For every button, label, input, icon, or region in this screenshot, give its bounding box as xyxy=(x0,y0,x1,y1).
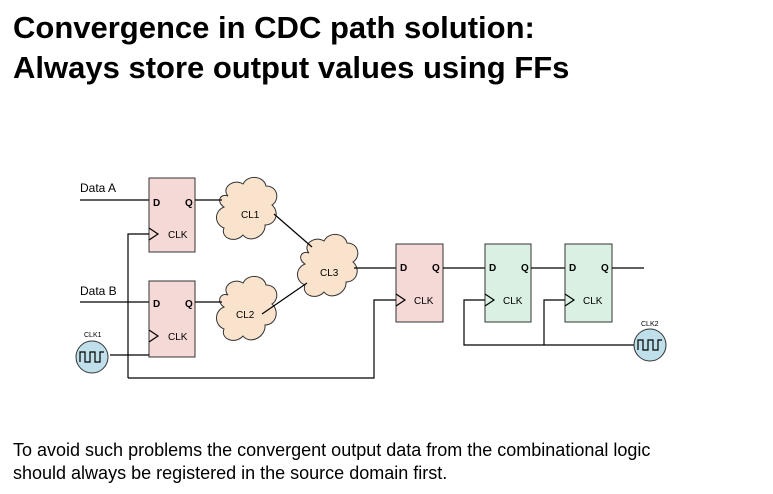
source-flip-flop-1: D Q CLK xyxy=(148,177,196,253)
ff4-q-pin: Q xyxy=(521,263,529,274)
ff5-clk-pin: CLK xyxy=(583,296,603,307)
ff1-q-pin: Q xyxy=(185,198,193,209)
ff2-d-pin: D xyxy=(153,299,160,310)
caption-line-2: should always be registered in the sourc… xyxy=(13,463,448,483)
ff4-d-pin: D xyxy=(489,263,496,274)
clock-source-clk2 xyxy=(633,328,667,362)
ff4-clk-pin: CLK xyxy=(503,296,523,307)
wire-clk2-to-sync1 xyxy=(463,299,634,346)
logic-cloud-cl2: CL2 xyxy=(216,276,278,341)
ff3-q-pin: Q xyxy=(432,263,440,274)
ff1-clk-pin: CLK xyxy=(168,230,188,241)
cloud-label-cl1: CL1 xyxy=(241,210,260,221)
ff5-q-pin: Q xyxy=(601,263,609,274)
cloud-label-cl3: CL3 xyxy=(320,268,339,279)
wire-clk1-to-ff1 xyxy=(127,233,149,378)
source-flip-flop-2: D Q CLK xyxy=(148,280,196,358)
sync-flip-flop-1: D Q CLK xyxy=(484,243,532,323)
wire-clk2-to-sync2 xyxy=(543,299,565,345)
sync-flip-flop-2: D Q CLK xyxy=(564,243,613,323)
input-label-data-a: Data A xyxy=(80,181,116,195)
slide-title: Convergence in CDC path solution: Always… xyxy=(13,8,569,88)
input-label-data-b: Data B xyxy=(80,284,117,298)
logic-cloud-cl3: CL3 xyxy=(297,234,359,297)
clock-source-clk1 xyxy=(75,340,109,374)
slide-title-line-1: Convergence in CDC path solution: xyxy=(13,10,535,45)
ff2-q-pin: Q xyxy=(185,299,193,310)
caption-line-1: To avoid such problems the convergent ou… xyxy=(13,440,651,460)
clock-label-clk1: CLK1 xyxy=(84,332,102,339)
ff1-d-pin: D xyxy=(153,198,160,209)
slide-caption: To avoid such problems the convergent ou… xyxy=(13,439,650,485)
ff3-d-pin: D xyxy=(400,263,407,274)
clock-label-clk2: CLK2 xyxy=(641,321,659,328)
convergence-flip-flop: D Q CLK xyxy=(395,243,444,323)
ff2-clk-pin: CLK xyxy=(168,332,188,343)
cloud-label-cl2: CL2 xyxy=(236,310,255,321)
wire-cl2-to-cl3 xyxy=(261,282,308,315)
ff5-d-pin: D xyxy=(569,263,576,274)
logic-cloud-cl1: CL1 xyxy=(216,177,278,240)
wire-clk1-to-ff3 xyxy=(128,299,396,379)
ff3-clk-pin: CLK xyxy=(414,296,434,307)
slide-title-line-2: Always store output values using FFs xyxy=(13,50,570,85)
wire-cl1-to-cl3 xyxy=(273,213,313,248)
